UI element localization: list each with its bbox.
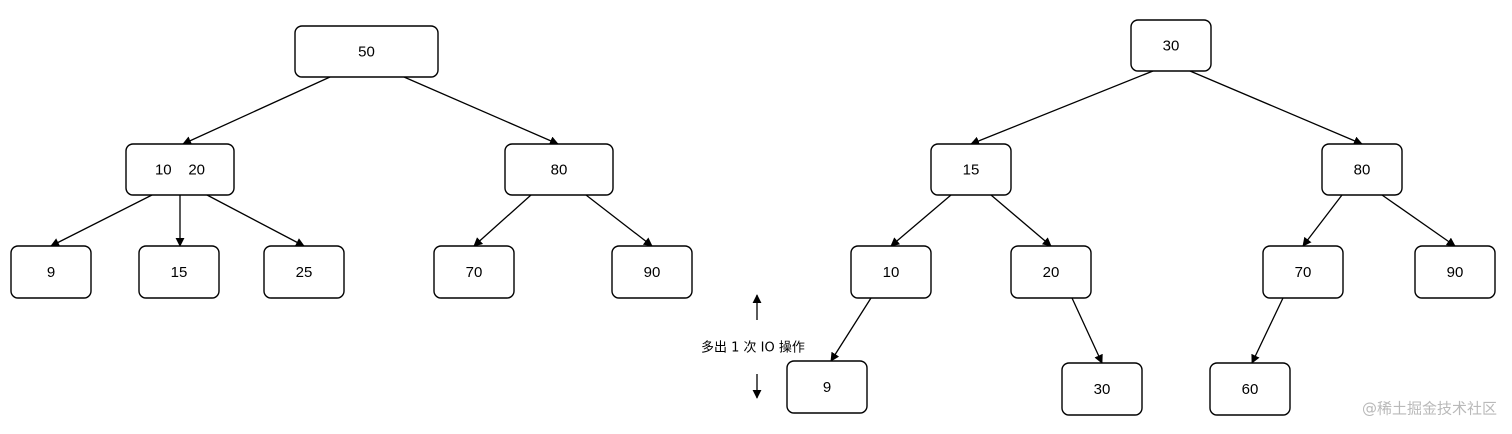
node-label: 80 <box>1354 161 1371 178</box>
tree-node: 30 <box>1130 19 1212 72</box>
edge-arrow <box>1251 297 1284 364</box>
tree-node: 90 <box>1414 245 1496 299</box>
node-label: 80 <box>551 161 568 178</box>
node-box <box>10 245 92 299</box>
edge-arrow <box>182 76 331 145</box>
node-box <box>1414 245 1496 299</box>
nodes: 50 10 20 80 9 15 25 70 90 30 15 80 10 20 70 90 9 30 60 <box>10 19 1496 416</box>
tree-node: 25 <box>263 245 345 299</box>
edges <box>50 70 1456 364</box>
tree-node: 70 <box>1262 245 1344 299</box>
node-label: 30 <box>1094 381 1111 398</box>
edge-arrow <box>50 194 153 247</box>
edge-arrow <box>1189 70 1363 145</box>
watermark: @稀土掘金技术社区 <box>1362 400 1497 418</box>
edge-arrow <box>473 194 532 247</box>
node-label: 15 <box>171 264 188 281</box>
tree-node: 9 <box>10 245 92 299</box>
edge-arrow <box>890 194 952 247</box>
tree-node: 20 <box>1010 245 1092 299</box>
edge-arrow <box>990 194 1052 247</box>
node-box <box>433 245 515 299</box>
node-box <box>1130 19 1212 72</box>
tree-node: 15 <box>138 245 220 299</box>
node-label: 20 <box>1043 264 1060 281</box>
io-annotation-label: 多出 1 次 IO 操作 <box>701 340 805 356</box>
tree-node: 30 <box>1061 362 1143 416</box>
node-box <box>1061 362 1143 416</box>
node-label: 9 <box>47 264 55 281</box>
tree-node: 50 <box>294 25 439 78</box>
edge-arrow <box>206 194 305 247</box>
node-label: 60 <box>1242 381 1259 398</box>
watermark-text: @稀土掘金技术社区 <box>1362 400 1497 418</box>
node-label: 70 <box>466 264 483 281</box>
node-box <box>1209 362 1291 416</box>
node-box <box>504 143 614 196</box>
node-box <box>138 245 220 299</box>
tree-node: 15 <box>930 143 1012 196</box>
tree-node: 70 <box>433 245 515 299</box>
node-label: 50 <box>358 43 375 60</box>
node-label: 15 <box>963 161 980 178</box>
node-label: 70 <box>1295 264 1312 281</box>
node-label: 10 20 <box>155 161 205 178</box>
tree-node: 10 20 <box>125 143 235 196</box>
node-box <box>930 143 1012 196</box>
node-label: 90 <box>644 264 661 281</box>
node-box <box>294 25 439 78</box>
io-annotation: 多出 1 次 IO 操作 <box>701 294 805 399</box>
node-box <box>786 360 868 414</box>
edge-arrow <box>830 297 872 362</box>
tree-node: 60 <box>1209 362 1291 416</box>
node-label: 90 <box>1447 264 1464 281</box>
node-box <box>611 245 693 299</box>
edge-arrow <box>585 194 653 247</box>
tree-node: 10 <box>850 245 932 299</box>
node-box <box>1262 245 1344 299</box>
edge-arrow <box>970 70 1154 146</box>
tree-node: 80 <box>1321 143 1403 196</box>
tree-node: 9 <box>786 360 868 414</box>
node-box <box>1321 143 1403 196</box>
tree-node: 80 <box>504 143 614 196</box>
edge-arrow <box>1381 194 1456 247</box>
edge-arrow <box>403 76 559 145</box>
node-box <box>1010 245 1092 299</box>
node-box <box>850 245 932 299</box>
node-label: 9 <box>823 379 831 396</box>
edge-arrow <box>1302 194 1343 247</box>
node-label: 10 <box>883 264 900 281</box>
edge-arrow <box>1071 297 1103 364</box>
node-label: 30 <box>1163 37 1180 54</box>
node-box <box>263 245 345 299</box>
tree-node: 90 <box>611 245 693 299</box>
node-box <box>125 143 235 196</box>
node-label: 25 <box>296 264 313 281</box>
